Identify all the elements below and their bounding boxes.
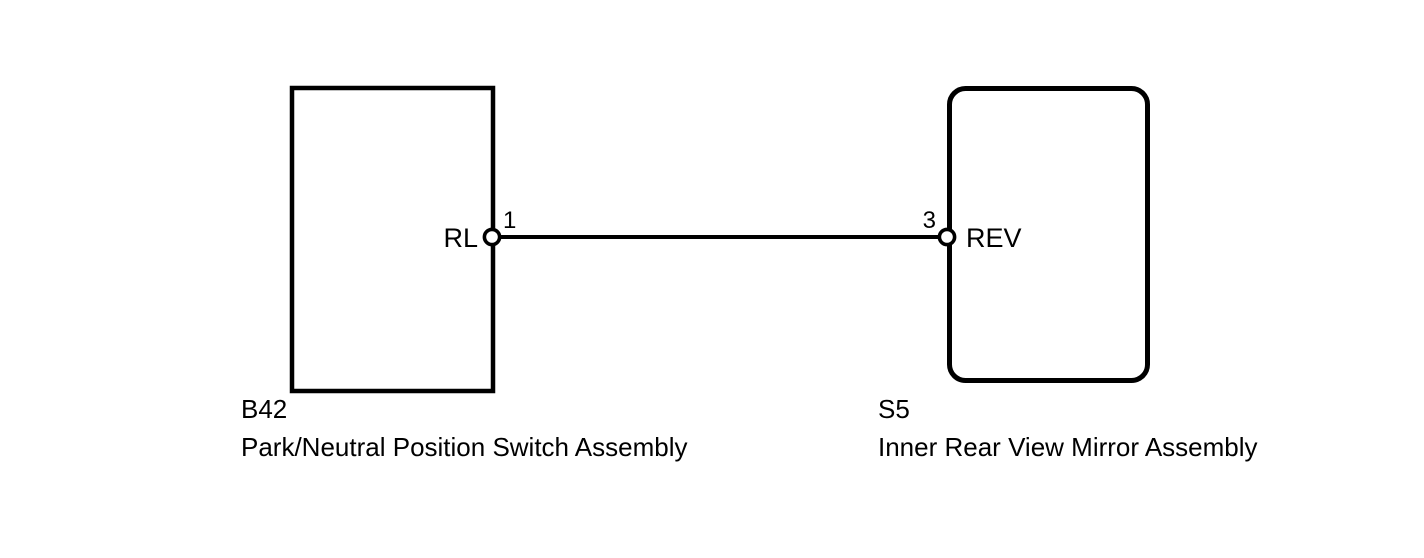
component-b42[interactable]: RL 1	[289, 85, 516, 394]
terminal-number-3: 3	[923, 207, 936, 234]
terminal-number-1: 1	[503, 207, 516, 234]
component-name-s5: Inner Rear View Mirror Assembly	[878, 432, 1258, 462]
component-code-b42: B42	[241, 394, 287, 424]
terminal-node-b42-1[interactable]	[482, 227, 502, 247]
terminal-label-rev: REV	[966, 223, 1022, 253]
caption-b42: B42 Park/Neutral Position Switch Assembl…	[241, 394, 688, 462]
terminal-label-rl: RL	[443, 223, 478, 253]
terminal-node-s5-3[interactable]	[937, 227, 957, 247]
component-name-b42: Park/Neutral Position Switch Assembly	[241, 432, 688, 462]
component-code-s5: S5	[878, 394, 910, 424]
caption-s5: S5 Inner Rear View Mirror Assembly	[878, 394, 1258, 462]
component-s5[interactable]: REV 3	[923, 86, 1150, 383]
